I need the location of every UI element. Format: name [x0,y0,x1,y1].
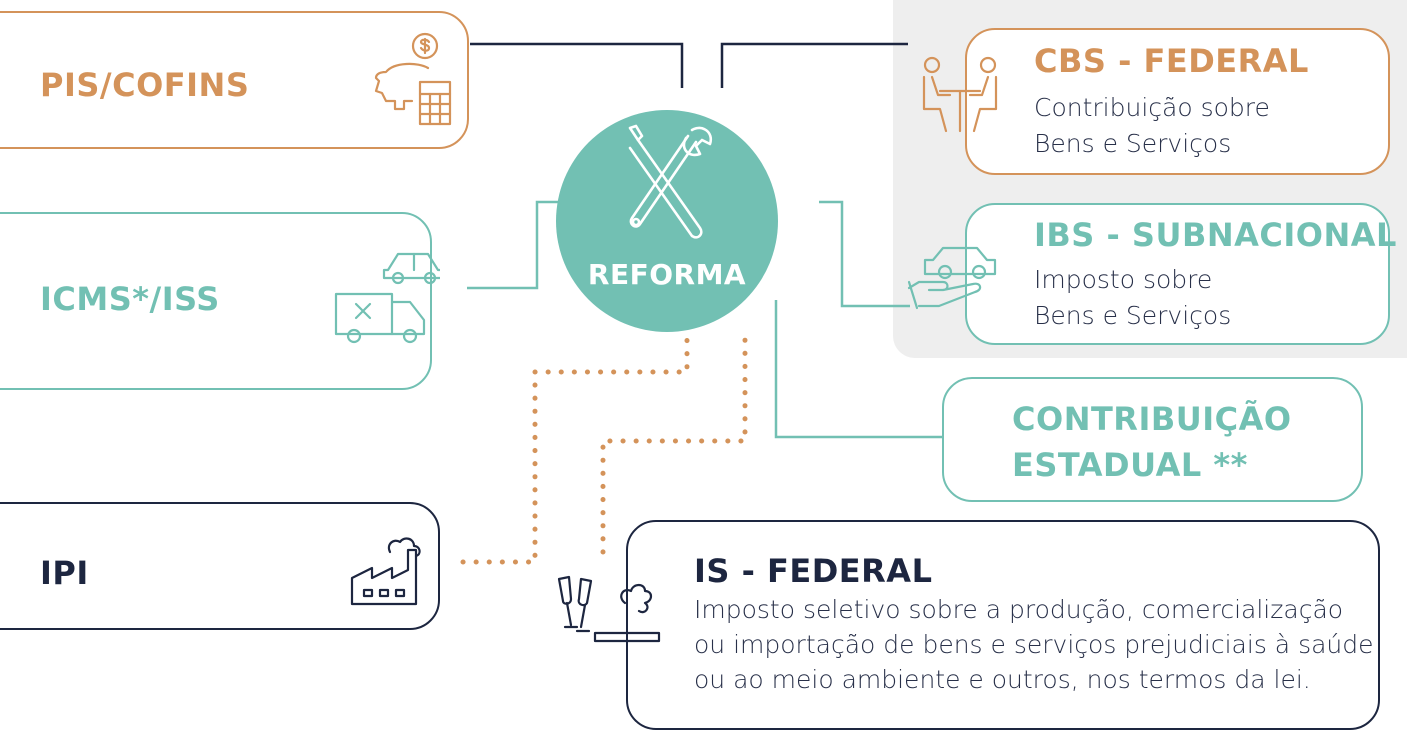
pis-cofins-title: PIS/COFINS [40,66,250,104]
is-title: IS - FEDERAL [694,552,933,590]
box-pis-cofins [0,11,469,149]
box-ipi [0,502,440,630]
is-line3: ou ao meio ambiente e outros, nos termos… [694,665,1311,694]
connector-contrib-estadual [774,300,945,439]
contrib-estadual-line2: ESTADUAL ** [1012,446,1248,484]
ipi-title: IPI [40,554,89,592]
piggy-bank-calculator-icon [368,32,458,127]
is-line2: ou importação de bens e serviços prejudi… [694,630,1374,659]
connector-lines [460,42,945,565]
cbs-title: CBS - FEDERAL [1034,42,1309,80]
factory-icon [348,534,440,608]
is-line1: Imposto seletivo sobre a produção, comer… [694,595,1344,624]
cbs-line2: Bens e Serviços [1034,129,1232,158]
hub-label: REFORMA [587,258,747,291]
icms-iss-title: ICMS*/ISS [40,280,220,318]
box-ibs [965,203,1390,345]
box-icms-iss [0,212,432,390]
box-contrib-estadual [942,377,1363,502]
ibs-title: IBS - SUBNACIONAL [1034,216,1397,254]
box-cbs [965,28,1390,175]
connector-pis-cofins [470,42,684,88]
vehicles-icon [330,240,444,348]
connector-cbs [720,42,908,88]
cbs-line1: Contribuição sobre [1034,93,1270,122]
contrib-estadual-line1: CONTRIBUIÇÃO [1012,400,1292,438]
tools-icon [622,122,718,242]
connector-icms-iss [467,200,563,290]
connector-ipi [460,325,690,565]
connector-is [600,327,748,555]
meeting-icon [918,55,1002,135]
box-is [626,520,1380,730]
hand-car-icon [905,242,1005,312]
ibs-line1: Imposto sobre [1034,265,1213,294]
ibs-line2: Bens e Serviços [1034,301,1232,330]
connector-ibs [819,200,910,308]
reforma-hub: REFORMA [556,110,778,332]
champagne-smoke-icon [555,573,665,653]
